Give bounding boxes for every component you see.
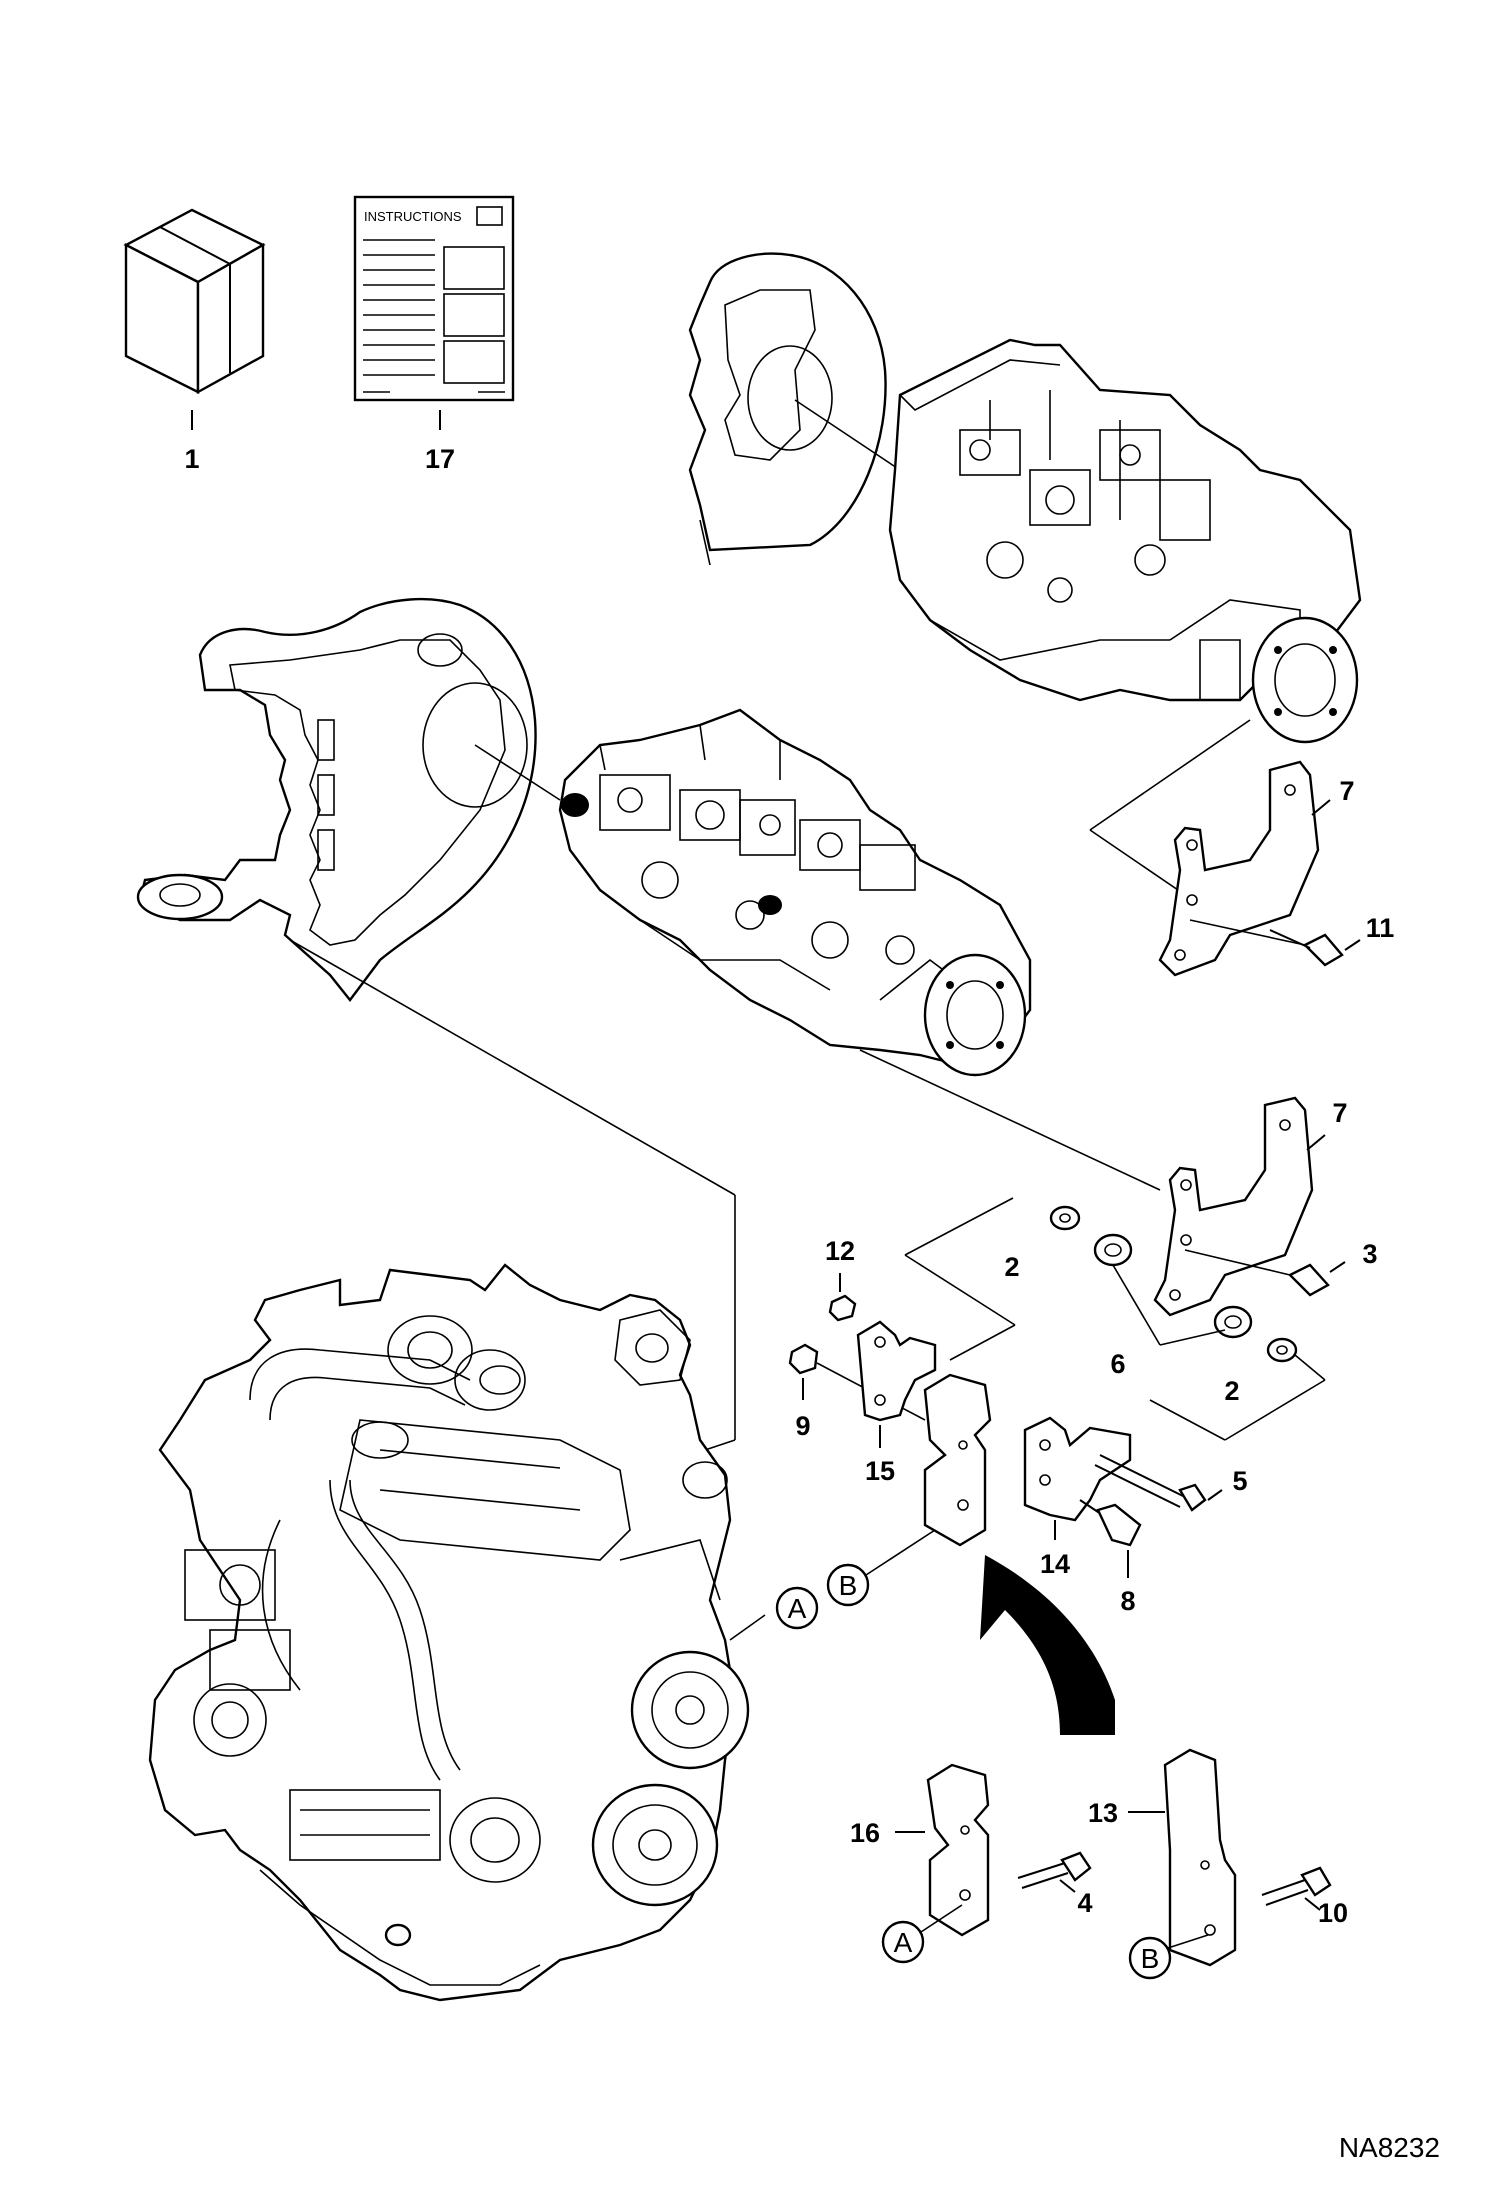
callout-13: 13 (1088, 1798, 1118, 1828)
bracket-13 (1163, 1748, 1237, 1967)
bolt-11 (1269, 929, 1344, 967)
bolt-3 (1287, 1263, 1330, 1297)
callout-6: 6 (1110, 1349, 1125, 1379)
callout-5: 5 (1232, 1466, 1247, 1496)
callout-4: 4 (1077, 1888, 1092, 1918)
pump-bracket-lower (1153, 1096, 1314, 1317)
callout-16: 16 (850, 1818, 880, 1848)
reference-b-upper: B (839, 1570, 858, 1601)
washer-2-upper (1049, 1205, 1081, 1231)
washer-2-lower (1266, 1337, 1298, 1363)
callout-10: 10 (1318, 1898, 1348, 1928)
instructions-label: INSTRUCTIONS (364, 209, 462, 224)
reference-a-upper: A (788, 1593, 807, 1624)
upper-pump-mounting-plate (688, 252, 887, 566)
bracket-ab (923, 1373, 992, 1547)
reference-b-lower: B (1141, 1943, 1160, 1974)
callout-2-lower: 2 (1224, 1376, 1239, 1406)
reference-a-lower: A (894, 1927, 913, 1958)
bolt-8 (1079, 1499, 1142, 1547)
nut-12 (828, 1294, 857, 1322)
callout-2-upper: 2 (1004, 1252, 1019, 1282)
drawing-code: NA8232 (1339, 2132, 1440, 2163)
main-hydraulic-pump (558, 708, 1032, 1077)
direction-arrow (980, 1555, 1115, 1735)
bolt-10 (1261, 1866, 1332, 1906)
callout-15: 15 (865, 1456, 895, 1486)
callout-7-upper: 7 (1339, 776, 1354, 806)
callout-14: 14 (1040, 1549, 1070, 1579)
callout-12: 12 (825, 1236, 855, 1266)
bolt-5 (1094, 1454, 1207, 1512)
bracket-16 (926, 1763, 990, 1937)
engine-assembly (148, 1263, 750, 2002)
isolator-6-upper (1093, 1233, 1133, 1267)
pump-drive-housing (136, 597, 537, 1002)
kit-box-illustration (123, 208, 266, 395)
callout-7-lower: 7 (1332, 1098, 1347, 1128)
callout-17: 17 (425, 444, 455, 474)
bolt-4 (1017, 1851, 1092, 1889)
reference-circle-a-lower (881, 1920, 925, 1964)
bracket-15 (856, 1320, 937, 1422)
nut-9 (788, 1343, 819, 1375)
callout-1: 1 (184, 444, 199, 474)
reference-circle-b-lower (1128, 1936, 1172, 1980)
callout-8: 8 (1120, 1586, 1135, 1616)
bracket-14 (1023, 1416, 1132, 1522)
isolator-6-lower (1213, 1305, 1253, 1339)
reference-circle-b-upper (826, 1563, 870, 1607)
upper-hydraulic-pump (888, 338, 1362, 744)
instructions-sheet-illustration: INSTRUCTIONS (353, 195, 515, 402)
reference-circle-a-upper (775, 1586, 819, 1630)
callout-9: 9 (795, 1411, 810, 1441)
callout-11: 11 (1366, 913, 1395, 943)
callout-3: 3 (1362, 1239, 1377, 1269)
